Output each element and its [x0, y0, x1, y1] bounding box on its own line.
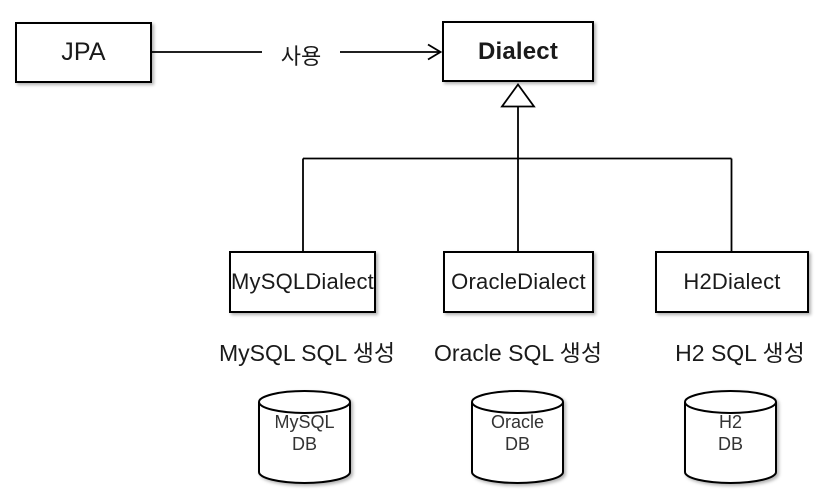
mysql-db-cylinder-icon: [258, 390, 351, 484]
mysql-db-label-line1: MySQL: [274, 412, 335, 432]
oracle-db-label: Oracle DB: [471, 411, 564, 455]
mysql-dialect-node: MySQLDialect: [229, 251, 376, 313]
mysql-db-label: MySQL DB: [258, 411, 351, 455]
oracle-db-cylinder-icon: [471, 390, 564, 484]
dialect-node-label: Dialect: [477, 37, 559, 65]
h2-db-label-line1: H2: [718, 412, 742, 432]
h2-db-label: H2 DB: [684, 411, 777, 455]
open-arrowhead-icon: [427, 43, 443, 61]
usage-edge-label: 사용: [262, 39, 340, 71]
jpa-node: JPA: [15, 22, 152, 83]
oracle-db-label-line2: DB: [504, 434, 530, 454]
jpa-node-label: JPA: [61, 38, 106, 66]
oracle-db-label-line1: Oracle: [490, 412, 544, 432]
oracle-dialect-node: OracleDialect: [443, 251, 594, 313]
generalization-triangle-icon: [500, 82, 536, 108]
h2-db-cylinder-icon: [684, 390, 777, 484]
mysql-sql-caption: MySQL SQL 생성: [218, 340, 396, 366]
h2-dialect-node-label: H2Dialect: [683, 269, 781, 294]
h2-db-label-line2: DB: [717, 434, 743, 454]
mysql-dialect-node-label: MySQLDialect: [231, 269, 374, 294]
oracle-dialect-node-label: OracleDialect: [451, 269, 586, 294]
h2-dialect-node: H2Dialect: [655, 251, 809, 313]
h2-sql-caption: H2 SQL 생성: [675, 340, 805, 366]
mysql-db-label-line2: DB: [291, 434, 317, 454]
dialect-node: Dialect: [442, 21, 594, 82]
oracle-sql-caption: Oracle SQL 생성: [433, 340, 602, 366]
